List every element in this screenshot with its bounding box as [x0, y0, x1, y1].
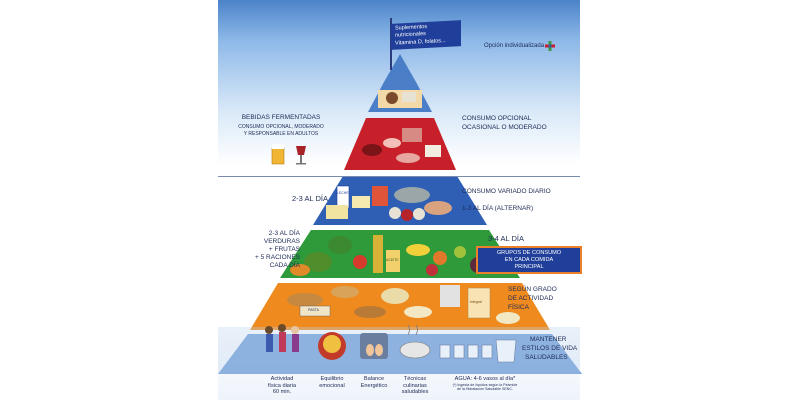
varied-line1: CONSUMO VARIADO DIARIO: [462, 188, 551, 195]
emotional-line2: emocional: [319, 382, 345, 389]
energy-label: Balance Energético: [352, 376, 396, 389]
fermented-sub2: Y RESPONSABLE EN ADULTOS: [243, 131, 319, 137]
water-line2: (*) Ingesta de líquidos según la Pirámid…: [452, 382, 518, 387]
cooking-line1: Técnicas: [403, 376, 427, 382]
emotional-label: Equilibrio emocional: [310, 376, 354, 389]
veg-line5: CADA DÍA: [269, 262, 300, 269]
varied-line2: 1-3 AL DÍA (ALTERNAR): [462, 205, 534, 212]
separator-line: [218, 176, 580, 177]
cooking-line3: saludables: [401, 389, 429, 396]
activity-line1: Actividad: [270, 376, 294, 382]
habits-line3: SALUDABLES: [525, 354, 568, 361]
optional-line1: CONSUMO OPCIONAL: [462, 115, 532, 122]
oil-label: ACEITE: [386, 258, 399, 262]
cereal-line3: FÍSICA: [508, 304, 529, 311]
water-line1: AGUA: 4-6 vasos al día*: [454, 376, 516, 382]
activity-label: Actividad física diaria 60 min.: [256, 376, 308, 396]
water-label: AGUA: 4-6 vasos al día* (*) Ingesta de l…: [430, 376, 540, 391]
cooking-line2: culinarias: [403, 382, 427, 389]
fermented-title: BEBIDAS FERMENTADAS: [241, 114, 321, 121]
activity-figures: [265, 324, 299, 352]
veg-line3: + FRUTAS: [268, 246, 300, 253]
emotional-line1: Equilibrio: [320, 376, 344, 382]
energy-line1: Balance: [363, 376, 385, 382]
pasta-label: PASTA: [308, 308, 319, 312]
cereal-line1: SEGÚN GRADO: [508, 286, 557, 293]
optional-line2: OCASIONAL O MODERADO: [462, 124, 547, 131]
energy-line2: Energético: [360, 382, 388, 389]
veg-line2: VERDURAS: [263, 238, 300, 245]
cooking-label: Técnicas culinarias saludables: [393, 376, 437, 396]
flour-label: Integral: [470, 300, 482, 304]
habits-line2: ESTILOS DE VIDA: [522, 345, 578, 352]
activity-line3: 60 min.: [272, 389, 292, 396]
fermented-drinks-icon: [271, 144, 306, 165]
fermented-sub1: CONSUMO OPCIONAL, MODERADO: [238, 124, 324, 130]
water-glasses: [439, 339, 517, 363]
milk-label: LECHE: [337, 191, 349, 195]
water-line3: de la Hidratación Saludable SENC.: [457, 387, 513, 392]
tier-supplements-optional: [384, 54, 416, 82]
groups-line3: PRINCIPAL: [514, 263, 544, 270]
cereal-line2: DE ACTIVIDAD: [508, 295, 554, 302]
dairy-frequency: 2-3 AL DÍA: [292, 194, 328, 203]
habits-line1: MANTENER: [530, 336, 567, 343]
fruit-frequency: 3-4 AL DÍA: [488, 234, 524, 243]
tier-healthy-habits: [218, 334, 582, 374]
veg-line1: 2-3 AL DÍA: [268, 230, 300, 237]
veg-line4: + 5 RACIONES: [255, 254, 300, 261]
groups-line2: EN CADA COMIDA: [504, 256, 554, 263]
activity-line2: física diaria: [267, 382, 297, 389]
groups-line1: GRUPOS DE CONSUMO: [496, 250, 562, 256]
groups-box: GRUPOS DE CONSUMO EN CADA COMIDA PRINCIP…: [476, 246, 582, 274]
plus-icon: [545, 41, 555, 51]
individualized-label: Opción individualizada: [484, 43, 545, 49]
supplements-flag: Suplementos nutricionales Vitamina D, fo…: [391, 20, 461, 50]
